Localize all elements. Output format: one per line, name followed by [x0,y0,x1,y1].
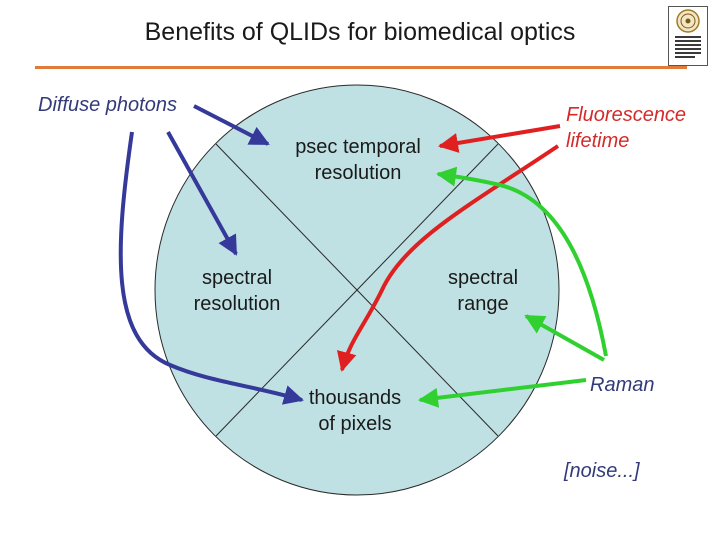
university-seal-icon [668,6,708,66]
label-temporal-resolution: psec temporal resolution [278,134,438,186]
arrow-raman-to-spectral-range [524,314,605,362]
arrow-raman-to-pixels [418,378,587,408]
arrow-diffuse-to-spectral-resolution [166,131,238,256]
label-spectral-resolution: spectral resolution [172,265,302,317]
label-pixels-line-2: of pixels [318,413,392,435]
label-spectral-resolution-line-2: resolution [193,293,281,315]
label-pixels-line-1: thousands [308,387,402,409]
arrow-diffuse-to-pixels [118,131,304,405]
label-spectral-range-line-1: spectral [447,267,519,289]
arrow-fluorescence-to-temporal [438,124,561,153]
label-spectral-range: spectral range [428,265,538,317]
label-fluorescence-line-2: lifetime [566,130,630,152]
label-noise: [noise...] [564,460,640,482]
arrow-fluorescence-to-pixels [336,144,560,372]
title-rule [35,66,687,69]
label-temporal-line-1: psec temporal [295,136,421,158]
label-fluorescence-line-1: Fluorescence [566,104,687,126]
label-spectral-range-line-2: range [457,293,509,315]
label-temporal-line-2: resolution [314,162,402,184]
slide-title: Benefits of QLIDs for biomedical optics [144,18,576,46]
label-thousands-of-pixels: thousands of pixels [295,385,415,437]
label-diffuse-photons: Diffuse photons [38,94,177,116]
arrow-raman-to-temporal [436,166,608,357]
diagonal-line-b [215,143,499,437]
label-raman: Raman [590,374,655,396]
label-spectral-resolution-line-1: spectral [201,267,273,289]
label-fluorescence-lifetime: Fluorescence lifetime [566,102,686,154]
arrow-diffuse-to-temporal [193,104,270,146]
